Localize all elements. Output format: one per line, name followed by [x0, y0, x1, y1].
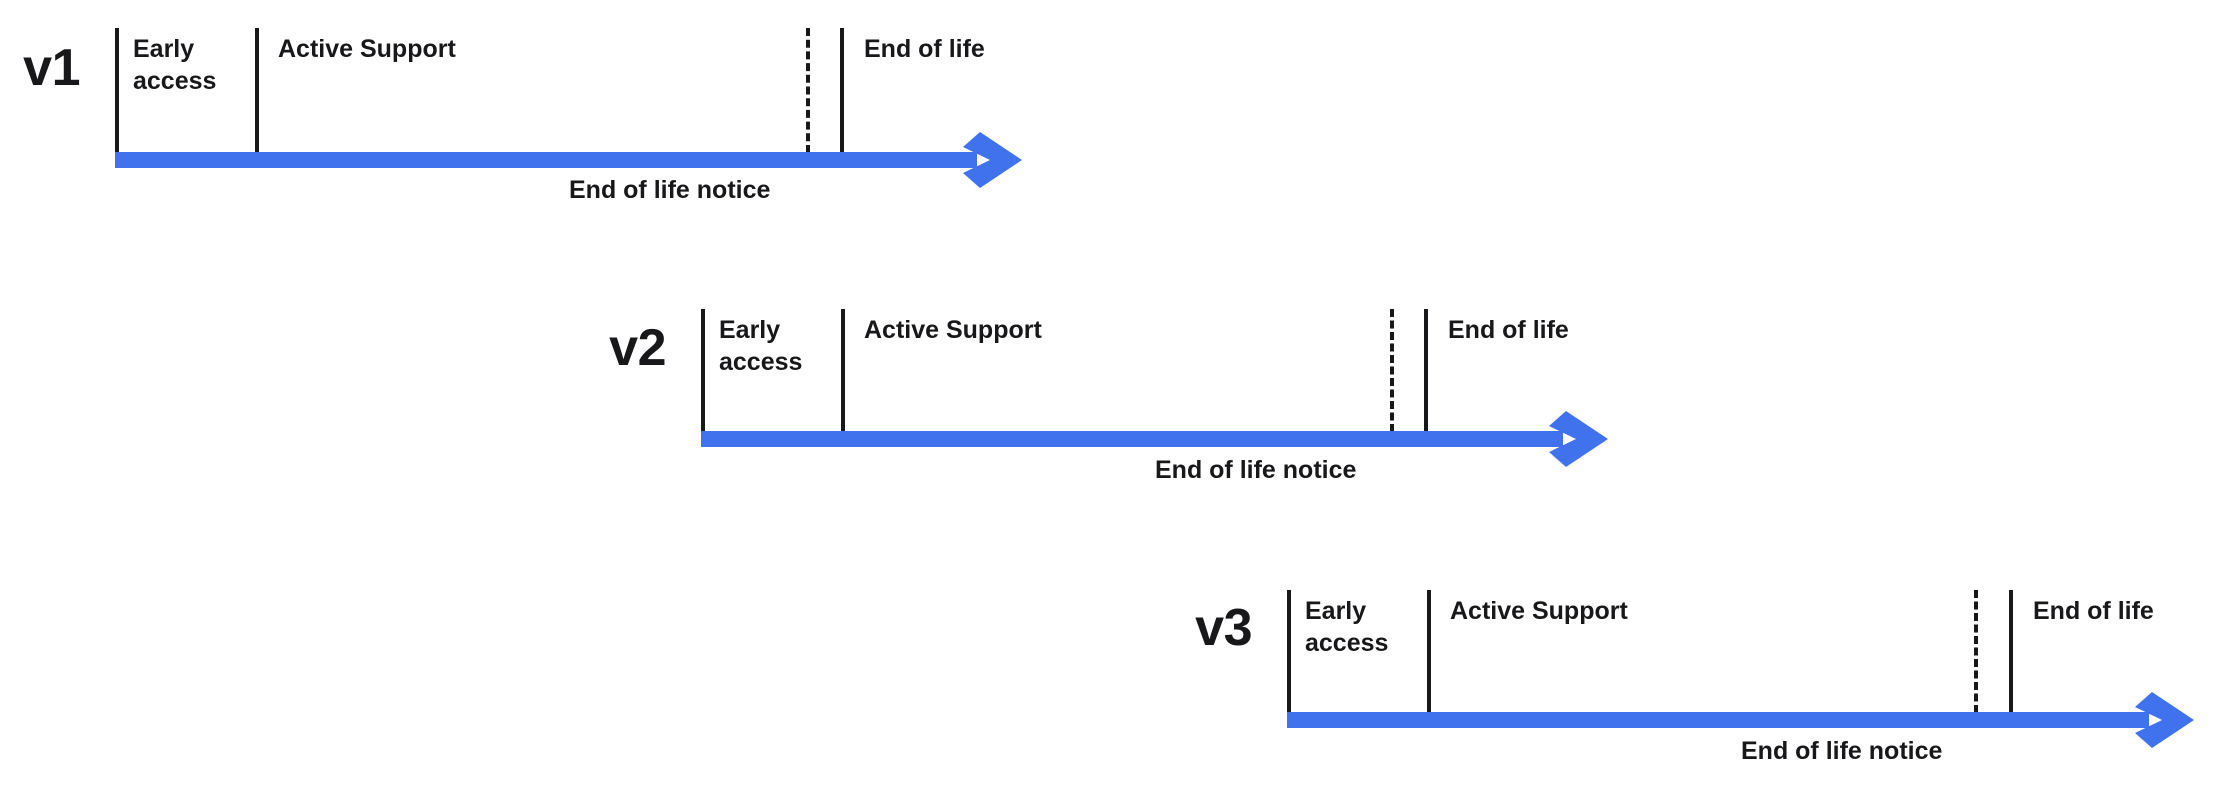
phase-label-early-access-v2: Early access: [719, 316, 803, 376]
phase-label-active-support-v3: Active Support: [1450, 597, 1628, 625]
divider-active-support-start-v2: [841, 309, 845, 432]
divider-early-access-start-v3: [1287, 590, 1291, 713]
phase-label-end-of-life-v2: End of life: [1448, 316, 1569, 344]
phase-label-early-access-v3: Early access: [1305, 597, 1389, 657]
divider-active-support-start-v3: [1427, 590, 1431, 713]
version-label-v2: v2: [609, 319, 666, 377]
divider-eol-notice-v1: [806, 28, 810, 153]
arrow-head-icon-v2: [1549, 411, 1608, 467]
phase-label-early-access-v1: Early access: [133, 35, 217, 95]
phase-label-end-of-life-v3: End of life: [2033, 597, 2154, 625]
divider-eol-notice-v3: [1974, 590, 1978, 713]
phase-label-active-support-v2: Active Support: [864, 316, 1042, 344]
phase-label-active-support-v1: Active Support: [278, 35, 456, 63]
divider-end-of-life-start-v2: [1424, 309, 1428, 432]
arrow-head-icon-v1: [963, 132, 1022, 188]
divider-eol-notice-v2: [1390, 309, 1394, 432]
notice-label-v1: End of life notice: [569, 176, 771, 204]
lifecycle-bar-v1: [115, 152, 977, 168]
notice-label-v2: End of life notice: [1155, 456, 1357, 484]
version-label-v1: v1: [23, 39, 80, 97]
version-label-v3: v3: [1195, 599, 1252, 657]
phase-label-end-of-life-v1: End of life: [864, 35, 985, 63]
notice-label-v3: End of life notice: [1741, 737, 1943, 765]
divider-end-of-life-start-v3: [2009, 590, 2013, 713]
divider-early-access-start-v2: [701, 309, 705, 432]
divider-active-support-start-v1: [255, 28, 259, 153]
lifecycle-bar-v3: [1287, 712, 2149, 728]
arrow-head-icon-v3: [2135, 692, 2194, 748]
divider-end-of-life-start-v1: [840, 28, 844, 153]
divider-early-access-start-v1: [115, 28, 119, 153]
lifecycle-bar-v2: [701, 431, 1563, 447]
